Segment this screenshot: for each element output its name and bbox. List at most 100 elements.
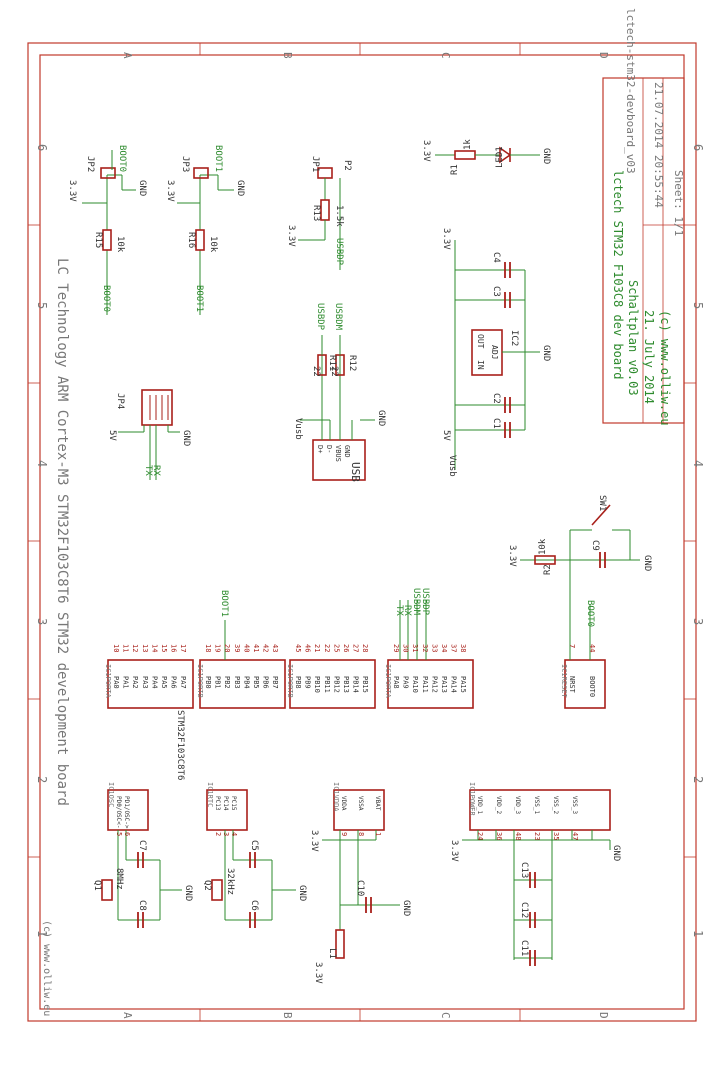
label-jp3: JP3	[180, 156, 190, 172]
rst-pin-number: 44	[588, 644, 596, 652]
portb2-pin-number: 46	[304, 644, 312, 652]
title-date: 21. July 2014	[642, 310, 656, 404]
drawing-frame: A B C D A B C D 6 5 4 3 2 1 6 5 4 3 2 1	[27, 42, 705, 1022]
label-33v-jp3: 3.3V	[165, 180, 175, 202]
gnd-pin-number: 23	[533, 832, 541, 840]
porta2-pin-name: PA11	[421, 676, 429, 693]
label-jp4: JP4	[115, 393, 125, 409]
col-number-6-right: 6	[691, 144, 705, 151]
porta-pin-number: 12	[131, 644, 139, 652]
reset-circuit: 3.3V R2 10k C9 SW1 GND BOOT0	[507, 495, 652, 650]
porta2-pin-name: PA15	[459, 676, 467, 693]
label-r2-val: 10k	[538, 538, 548, 555]
col-number-5: 5	[35, 302, 49, 309]
col-number-2: 2	[35, 776, 49, 783]
label-q2: Q2	[202, 880, 212, 891]
label-gnd-usb: GND	[376, 410, 386, 426]
mcu-lower-blocks: Q1 8MHz C7 C8 GND Q2 32kHz C5 C6 GND 3.3…	[92, 789, 621, 984]
label-c13: C13	[519, 862, 529, 878]
porta-pin-number: 16	[170, 644, 178, 652]
gnd-pin-name: VSS_1	[533, 796, 540, 814]
label-33v-pwr: 3.3V	[449, 840, 459, 862]
mcu-port-blocks: BOOT1 TX RX USBDM USBDP STM32F103C8T6	[107, 588, 606, 780]
rst-pin-name: NRST	[568, 676, 576, 694]
row-letter-a-bottom: A	[121, 1012, 134, 1019]
porta2-pin-number: 34	[440, 644, 448, 652]
gnd-pin-name: VSS_2	[552, 796, 559, 814]
label-q1-val: 8MHz	[114, 868, 124, 890]
pwr-pin-name: VDDA	[340, 796, 347, 811]
label-r12-val: 22	[329, 366, 339, 377]
label-boot1-net: BOOT1	[194, 285, 204, 312]
label-gnd-vdda: GND	[401, 900, 411, 916]
portb-pin-name: PB4	[242, 676, 250, 689]
label-gnd-pwr: GND	[611, 845, 621, 861]
pwr-pin-name: VSSA	[357, 796, 364, 811]
label-boot0-net: BOOT0	[101, 285, 111, 312]
porta-pin-number: 17	[179, 644, 187, 652]
portb2-pin-number: 45	[294, 644, 302, 652]
label-r15: R15	[93, 232, 103, 248]
portb-pin-number: 20	[223, 644, 231, 652]
portb2-pin-number: 22	[323, 644, 331, 652]
portb-pin-number: 41	[252, 644, 260, 652]
label-q1: Q1	[92, 880, 102, 891]
osc-pin-name: PD0/OSC<-	[115, 796, 122, 829]
label-r13: R13	[311, 205, 321, 221]
portb-pin-number: 40	[242, 644, 250, 652]
col-number-3: 3	[35, 618, 49, 625]
gnd-pin-number: 35	[552, 832, 560, 840]
col-number-4-right: 4	[691, 460, 705, 467]
label-33v-vdda: 3.3V	[309, 830, 319, 852]
porta-pin-name: PA7	[179, 676, 187, 689]
title-timestamp: 21.07.2014 20:55:44	[652, 82, 665, 208]
portb2-pin-name: PB11	[323, 676, 331, 693]
label-vusb: Vusb	[293, 418, 303, 440]
label-gnd-jp2: GND	[137, 180, 147, 196]
gnd-pin-number: 48	[514, 832, 522, 840]
portb2-pin-name: PB13	[342, 676, 350, 693]
label-vusb-reg: Vusb	[447, 455, 457, 477]
label-c5: C5	[249, 840, 259, 851]
portb-pin-name: PB1	[214, 676, 222, 689]
label-c2: C2	[491, 393, 501, 404]
pwr-pin-number: 9	[340, 832, 348, 836]
portb2-block-name: IC1PORTB	[286, 664, 294, 698]
portb2-pin-name: PB9	[304, 676, 312, 689]
porta-pin-name: PA5	[160, 676, 168, 689]
label-c12: C12	[519, 902, 529, 918]
portb-pin-name: PB6	[262, 676, 270, 689]
label-usb: USB	[349, 462, 362, 482]
label-c10: C10	[355, 880, 365, 896]
label-r2: R2	[543, 564, 553, 575]
sheet-title: LC Technology ARM Cortex-M3 STM32F103C8T…	[54, 258, 70, 806]
portb2-pin-name: PB10	[313, 676, 321, 693]
row-letter-b-bottom: B	[281, 1012, 294, 1019]
power-led: 3.3V R1 1k LED1 GND	[421, 139, 551, 175]
label-usbdp: USBDP	[315, 303, 325, 331]
row-letter-d-bottom: D	[597, 1012, 610, 1019]
label-33v-l1: 3.3V	[313, 962, 323, 984]
label-c9: C9	[590, 540, 600, 551]
label-r16: R16	[186, 232, 196, 248]
label-q2-val: 32kHz	[225, 868, 235, 895]
porta-pin-name: PA6	[170, 676, 178, 689]
portb-pin-name: PB7	[271, 676, 279, 689]
gnd-pin-name: VDD_1	[476, 796, 483, 814]
label-usbdm: USBDM	[333, 303, 343, 331]
label-33v-reg: 3.3V	[441, 228, 451, 250]
label-r11-val: 22	[311, 366, 321, 377]
label-r15-val: 10k	[115, 236, 125, 253]
porta2-pin-name: PA14	[450, 676, 458, 693]
label-gnd-rst: GND	[642, 555, 652, 571]
porta-pin-number: 15	[160, 644, 168, 652]
label-usbdm-pa11: USBDM	[411, 588, 421, 616]
usb-pin-dp: D+	[316, 445, 324, 453]
label-l1: L1	[327, 948, 337, 959]
portb-pin-name: PB0	[204, 676, 212, 689]
porta2-pin-name: PA9	[402, 676, 410, 689]
label-33v-rst: 3.3V	[507, 545, 517, 567]
label-p2: P2	[342, 160, 352, 171]
porta2-pin-name: PA12	[430, 676, 438, 693]
